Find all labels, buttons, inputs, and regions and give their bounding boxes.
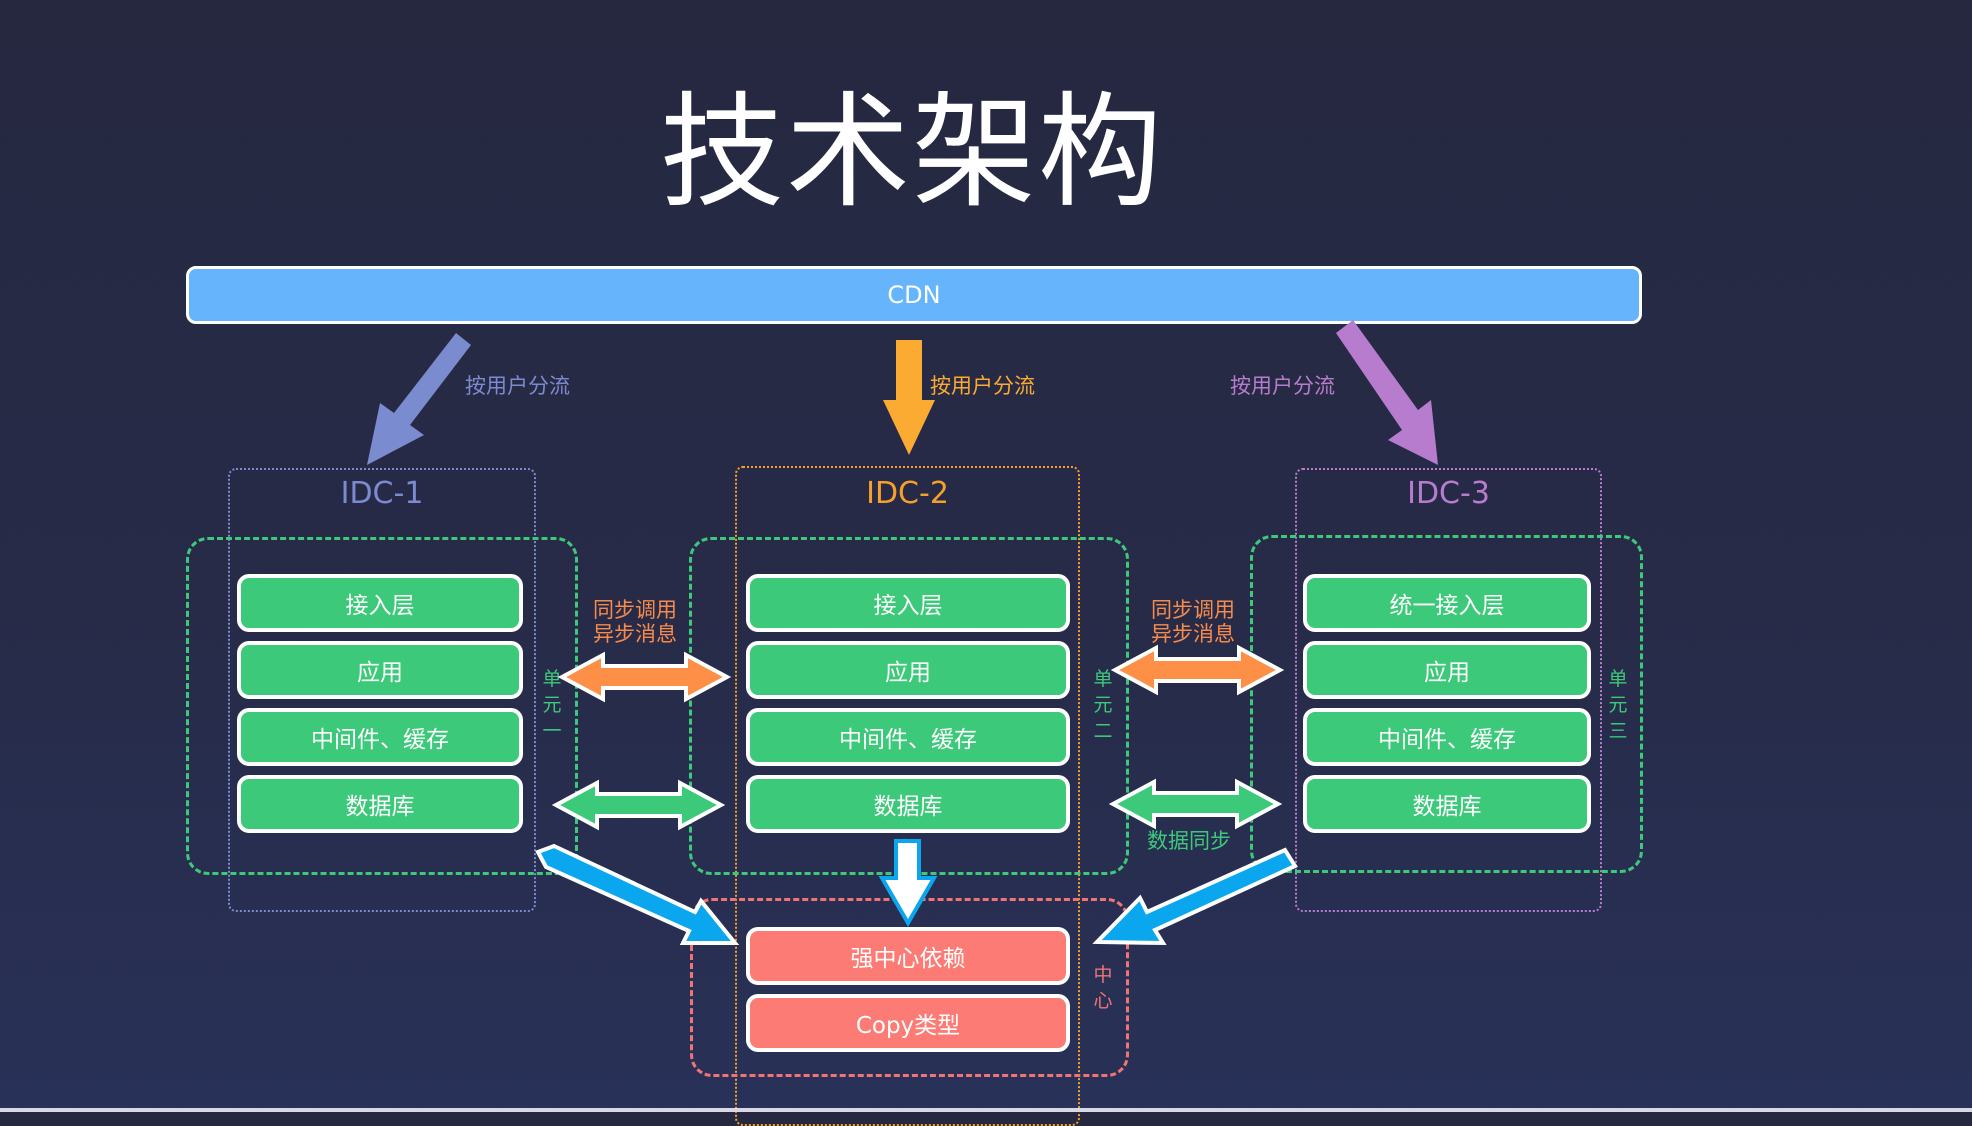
- flow-label-1: 按用户分流: [465, 374, 570, 398]
- idc-1-box: [228, 468, 536, 912]
- idc-3-box: [1295, 468, 1602, 912]
- unit-2-label: 单 元 二: [1093, 668, 1113, 742]
- unit-3-row-middleware: 中间件、缓存: [1303, 708, 1591, 766]
- unit-3-box: [1250, 535, 1643, 873]
- unit-1-row-database: 数据库: [237, 775, 523, 833]
- flow-label-3: 按用户分流: [1230, 374, 1335, 398]
- data-sync-label: 数据同步: [1147, 829, 1231, 853]
- unit-2-row-database: 数据库: [746, 775, 1070, 833]
- center-down-arrow: [878, 839, 938, 927]
- unit-1-row-middleware: 中间件、缓存: [237, 708, 523, 766]
- flow-label-2: 按用户分流: [930, 374, 1035, 398]
- cdn-bar: CDN: [186, 266, 1642, 324]
- unit-1-row-app: 应用: [237, 641, 523, 699]
- unit-3-label: 单 元 三: [1608, 668, 1628, 742]
- center-arrow-right: [1092, 847, 1298, 946]
- flow-arrow-3: [1336, 320, 1438, 465]
- unit-3-row-access: 统一接入层: [1303, 574, 1591, 632]
- idc-3-label: IDC-3: [1407, 476, 1490, 511]
- idc-2-label: IDC-2: [866, 476, 949, 511]
- idc-1-label: IDC-1: [340, 476, 424, 511]
- sync-arrow-left: [557, 651, 732, 703]
- unit-3-row-app: 应用: [1303, 641, 1591, 699]
- center-row-copy-type: Copy类型: [746, 994, 1070, 1052]
- data-arrow-right: [1108, 778, 1283, 830]
- data-arrow-left: [551, 779, 726, 831]
- center-label: 中 心: [1093, 964, 1113, 1012]
- sync-async-label-left: 同步调用 异步消息: [593, 598, 677, 646]
- unit-2-row-access: 接入层: [746, 574, 1070, 632]
- unit-2-row-app: 应用: [746, 641, 1070, 699]
- unit-1-box: [186, 537, 578, 875]
- flow-arrow-1: [367, 333, 471, 465]
- center-row-strong-dependency: 强中心依赖: [746, 927, 1070, 985]
- bottom-strip: [0, 1108, 1972, 1112]
- unit-3-row-database: 数据库: [1303, 775, 1591, 833]
- unit-1-label: 单 元 一: [542, 668, 562, 742]
- flow-arrow-2: [883, 340, 935, 455]
- unit-2-row-middleware: 中间件、缓存: [746, 708, 1070, 766]
- sync-arrow-right: [1110, 644, 1285, 696]
- sync-async-label-right: 同步调用 异步消息: [1151, 598, 1235, 646]
- center-arrow-left: [535, 843, 740, 945]
- unit-1-row-access: 接入层: [237, 574, 523, 632]
- page-title: 技术架构: [659, 81, 1164, 225]
